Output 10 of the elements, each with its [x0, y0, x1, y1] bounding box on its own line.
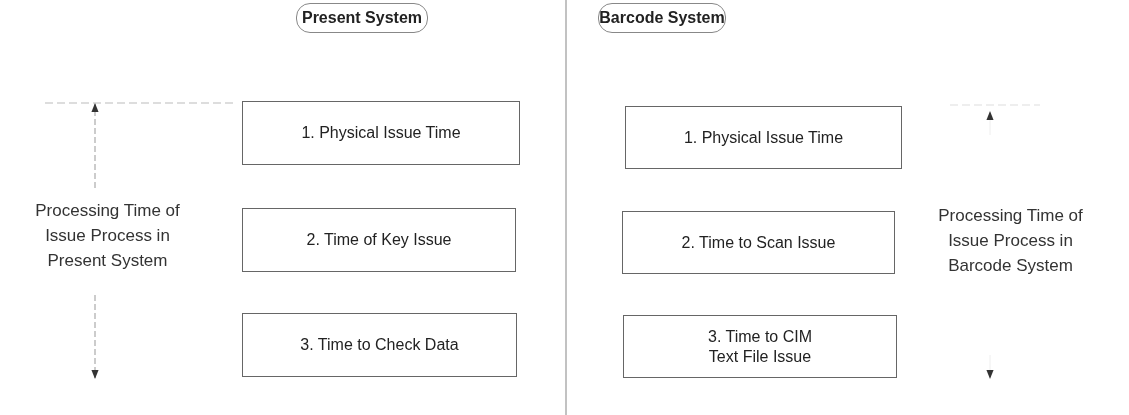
process-box: 1. Physical Issue Time [242, 101, 520, 165]
process-box: 3. Time to CIM Text File Issue [623, 315, 897, 378]
process-box: 2. Time of Key Issue [242, 208, 516, 272]
heading-pill: Barcode System [598, 3, 726, 33]
process-box: 2. Time to Scan Issue [622, 211, 895, 274]
dimension-label: Processing Time of Issue Process in Barcode System [937, 205, 1084, 277]
dimension-label: Processing Time of Issue Process in Present System [34, 200, 181, 272]
process-box: 3. Time to Check Data [242, 313, 517, 377]
heading-pill: Present System [296, 3, 428, 33]
process-box: 1. Physical Issue Time [625, 106, 902, 169]
